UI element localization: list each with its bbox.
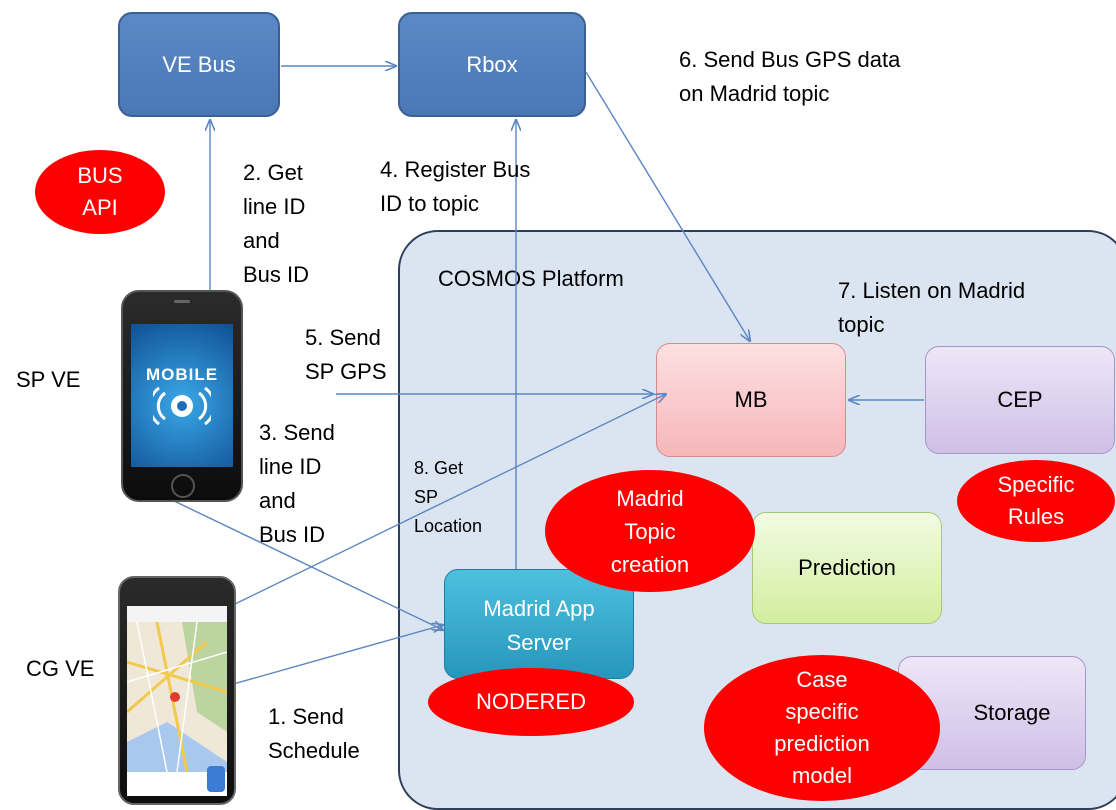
- madrid-topic-ellipse: Madrid Topic creation: [545, 470, 755, 592]
- gear-signal-icon: [153, 386, 211, 425]
- prediction-node: Prediction: [752, 512, 942, 624]
- storage-label: Storage: [973, 700, 1051, 725]
- cg-phone: [118, 576, 236, 805]
- nodered-ellipse: NODERED: [428, 668, 634, 736]
- mb-label: MB: [734, 387, 768, 412]
- specific-rules-ellipse: Specific Rules: [957, 460, 1115, 542]
- arrow-cg-to-mb: [197, 394, 666, 623]
- step-2-label: 2. Get line ID and Bus ID: [243, 160, 310, 287]
- cep-label: CEP: [997, 387, 1043, 412]
- specific-rules-label: Specific Rules: [997, 472, 1075, 529]
- mobile-text: MOBILE: [145, 364, 219, 384]
- madrid-app-server-label: Madrid App Server: [483, 596, 595, 655]
- step-8-label: 8. Get SP Location: [414, 458, 483, 536]
- step-5-label: 5. Send SP GPS: [305, 325, 387, 384]
- step-4-label: 4. Register Bus ID to topic: [380, 157, 531, 216]
- rbox-label: Rbox: [466, 51, 518, 77]
- arrow-cg-to-appserver: [211, 625, 443, 691]
- step-6-label: 6. Send Bus GPS data on Madrid topic: [679, 47, 901, 106]
- arrow-phone-to-appserver: [171, 499, 443, 630]
- platform-label: COSMOS Platform: [438, 266, 624, 291]
- sp-ve-label: SP VE: [16, 367, 81, 392]
- home-button-icon: [171, 474, 195, 498]
- rbox-node: Rbox: [398, 12, 586, 117]
- ve-bus-node: VE Bus: [118, 12, 280, 117]
- speaker-slot: [174, 300, 190, 303]
- arrow-rbox-to-mb: [585, 71, 750, 341]
- sp-phone: MOBILE: [121, 290, 243, 502]
- prediction-label: Prediction: [798, 555, 896, 580]
- step-7-label: 7. Listen on Madrid topic: [838, 278, 1026, 337]
- step-3-label: 3. Send line ID and Bus ID: [259, 420, 335, 547]
- case-specific-label: Case specific prediction model: [774, 667, 870, 788]
- bus-api-ellipse: BUS API: [35, 150, 165, 234]
- cg-ve-label: CG VE: [26, 656, 95, 681]
- case-specific-ellipse: Case specific prediction model: [704, 655, 940, 801]
- nodered-label: NODERED: [475, 689, 586, 715]
- cep-node: CEP: [925, 346, 1115, 454]
- bus-api-label: BUS API: [77, 163, 123, 220]
- pegman-icon: [207, 766, 225, 792]
- map-toolbar: [127, 606, 227, 623]
- step-1-label: 1. Send Schedule: [268, 704, 360, 763]
- ve-bus-label: VE Bus: [162, 51, 236, 77]
- map-screen: [127, 606, 227, 796]
- madrid-app-server-node: Madrid App Server: [444, 569, 634, 679]
- map-icon: [127, 622, 227, 772]
- madrid-topic-label: Madrid Topic creation: [610, 485, 690, 577]
- phone-screen: MOBILE: [131, 324, 233, 467]
